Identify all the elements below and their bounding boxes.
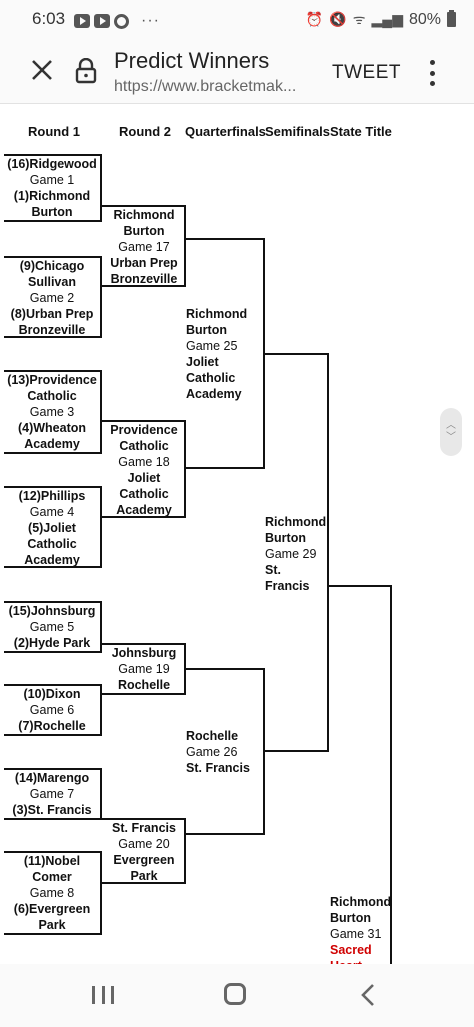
game-label: Game 5 [29,620,75,634]
game-label: Game 18 [118,455,170,469]
matchup-game-8: (11)Nobel Comer Game 8 (6)Evergreen Park [4,853,100,933]
team-top[interactable]: Providence Catholic [110,423,178,453]
bracket: Round 1 Round 2 Quarterfinals Semifinals… [0,104,474,964]
team-bottom[interactable]: Urban Prep Bronzeville [110,256,178,286]
back-icon[interactable] [360,982,376,1008]
browser-app-bar: Predict Winners https://www.bracketmak..… [0,42,474,104]
team-bottom[interactable]: Sacred Heart [330,943,372,964]
team-bottom[interactable]: (4)Wheaton Academy [17,421,87,451]
youtube-icon [94,14,110,28]
matchup-game-5: (15)Johnsburg Game 5 (2)Hyde Park [4,603,100,651]
matchup-game-7: (14)Marengo Game 7 (3)St. Francis [4,770,100,818]
team-bottom[interactable]: Evergreen Park [113,853,175,883]
game-label: Game 29 [265,547,317,561]
game-label: Game 25 [186,339,238,353]
team-top[interactable]: (13)Providence Catholic [7,373,97,403]
status-bar: 6:03 ··· ⏰ 🔇 ᯤ ▂▄▆ 80% [0,0,474,42]
game-label: Game 17 [118,240,170,254]
matchup-game-19: Johnsburg Game 19 Rochelle [104,645,184,693]
team-bottom[interactable]: Rochelle [117,678,171,692]
matchup-game-18: Providence Catholic Game 18 Joliet Catho… [104,422,184,518]
team-bottom[interactable]: (3)St. Francis [12,803,92,817]
team-bottom[interactable]: (5)Joliet Catholic Academy [24,521,80,567]
matchup-game-4: (12)Phillips Game 4 (5)Joliet Catholic A… [4,488,100,568]
signal-icon: ▂▄▆ [371,11,403,27]
wifi-icon: ᯤ [352,11,366,27]
header-round-2: Round 2 [119,124,171,139]
team-bottom[interactable]: (8)Urban Prep Bronzeville [10,307,94,337]
game-label: Game 20 [118,837,170,851]
team-top[interactable]: Richmond Burton [265,515,327,545]
more-options-icon[interactable] [420,58,444,88]
matchup-game-2: (9)Chicago Sullivan Game 2 (8)Urban Prep… [4,258,100,338]
matchup-game-1: (16)Ridgewood Game 1 (1)Richmond Burton [4,156,100,220]
close-icon[interactable] [28,56,56,84]
battery-icon [447,10,456,27]
team-top[interactable]: (10)Dixon [23,687,81,701]
game-label: Game 1 [29,173,75,187]
alarm-icon: ⏰ [305,11,324,27]
battery-percent: 80% [408,10,441,28]
team-bottom[interactable]: Joliet Catholic Academy [186,355,242,401]
recent-apps-icon[interactable] [92,986,114,1004]
game-label: Game 4 [29,505,75,519]
mute-icon: 🔇 [329,11,347,27]
team-bottom[interactable]: (2)Hyde Park [13,636,91,650]
more-notifications-icon: ··· [141,12,160,29]
team-top[interactable]: Rochelle [186,729,239,743]
notification-icons: ··· [74,12,160,30]
scroll-handle[interactable]: ︿ ﹀ [440,408,462,456]
team-bottom[interactable]: St. Francis [186,761,250,775]
tweet-button[interactable]: TWEET [332,62,401,83]
team-bottom[interactable]: (7)Rochelle [18,719,86,733]
game-label: Game 2 [29,291,75,305]
team-top[interactable]: (12)Phillips [18,489,86,503]
game-label: Game 26 [186,745,238,759]
header-state-title: State Title [330,124,392,139]
game-label: Game 31 [330,927,382,941]
page-title: Predict Winners [114,48,270,73]
game-label: Game 7 [29,787,75,801]
home-icon[interactable] [224,983,246,1005]
chevron-down-icon: ﹀ [446,432,456,443]
team-bottom[interactable]: Joliet Catholic Academy [116,471,172,517]
team-top[interactable]: (14)Marengo [14,771,90,785]
matchup-game-3: (13)Providence Catholic Game 3 (4)Wheato… [4,372,100,452]
team-bottom[interactable]: (6)Evergreen Park [13,902,91,932]
chevron-up-icon: ︿ [446,420,456,431]
team-top[interactable]: (16)Ridgewood [7,157,97,171]
team-top[interactable]: St. Francis [112,821,176,835]
header-quarterfinals: Quarterfinals [185,124,266,139]
matchup-game-29: Richmond Burton Game 29 St. Francis [265,514,327,594]
lock-icon[interactable] [74,58,98,84]
header-semifinals: Semifinals [265,124,331,139]
team-bottom[interactable]: (1)Richmond Burton [13,189,91,219]
team-top[interactable]: Richmond Burton [113,208,175,238]
game-label: Game 3 [29,405,75,419]
team-top[interactable]: (15)Johnsburg [8,604,96,618]
system-nav-bar [0,964,474,1027]
team-top[interactable]: Johnsburg [111,646,177,660]
game-label: Game 8 [29,886,75,900]
youtube-icon [74,14,90,28]
matchup-game-17: Richmond Burton Game 17 Urban Prep Bronz… [104,207,184,287]
team-top[interactable]: (9)Chicago Sullivan [19,259,85,289]
header-round-1: Round 1 [28,124,80,139]
matchup-game-25: Richmond Burton Game 25 Joliet Catholic … [186,306,262,402]
matchup-game-31: Richmond Burton Game 31 Sacred Heart [330,894,392,964]
game-label: Game 19 [118,662,170,676]
matchup-game-6: (10)Dixon Game 6 (7)Rochelle [4,686,100,734]
team-bottom[interactable]: St. Francis [265,563,310,593]
system-icons: ⏰ 🔇 ᯤ ▂▄▆ 80% [306,10,456,29]
team-top[interactable]: Richmond Burton [330,895,392,925]
page-url[interactable]: https://www.bracketmak... [114,78,297,95]
team-top[interactable]: Richmond Burton [186,307,248,337]
status-time: 6:03 [32,9,66,28]
cbs-icon [114,13,129,29]
matchup-game-26: Rochelle Game 26 St. Francis [186,728,262,776]
matchup-game-20: St. Francis Game 20 Evergreen Park [104,820,184,884]
game-label: Game 6 [29,703,75,717]
team-top[interactable]: (11)Nobel Comer [23,854,81,884]
